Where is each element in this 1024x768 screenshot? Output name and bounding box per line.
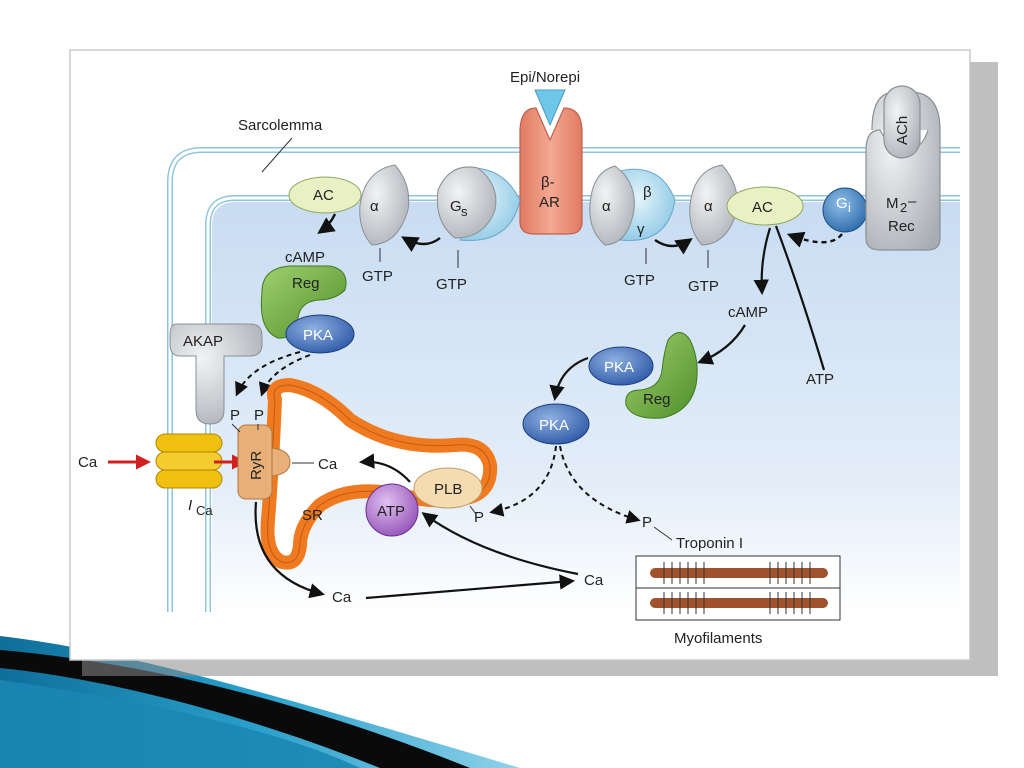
- ac-left-label: AC: [313, 187, 334, 204]
- m2-sub: 2: [900, 200, 907, 215]
- serca-atp-pump: ATP: [365, 483, 419, 537]
- reg-subunit-right: Reg: [625, 332, 698, 419]
- camp-left-label: cAMP: [285, 249, 325, 266]
- adenylyl-cyclase-left: AC: [288, 176, 362, 214]
- ligand-triangle: [534, 89, 566, 127]
- pka-target-arrows: [489, 445, 641, 524]
- akap-label: AKAP: [183, 333, 223, 350]
- ryr-label: RyR: [248, 451, 265, 480]
- phospholamban: PLB: [413, 467, 483, 509]
- camp-right-label: cAMP: [728, 304, 768, 321]
- m2-label-2: Rec: [888, 218, 915, 235]
- gtp-label-1: GTP: [362, 268, 393, 285]
- myofilaments-label: Myofilaments: [674, 630, 762, 647]
- gi-label: G: [836, 195, 848, 212]
- gs-protein: G s: [436, 166, 497, 239]
- gtp-label-2: GTP: [436, 276, 467, 293]
- myofilaments: [635, 555, 841, 621]
- g-protein-arrows: [317, 213, 843, 255]
- right-pathway-arrows: [549, 225, 826, 402]
- calcium-cycle-arrows: [254, 453, 579, 600]
- ach-label: ACh: [894, 116, 911, 145]
- beta-adrenergic-receptor: β- AR: [519, 107, 583, 235]
- beta-ar-label-1: β-: [541, 174, 555, 191]
- ica-label: I: [188, 497, 192, 514]
- pka-right-label: PKA: [604, 359, 634, 376]
- pka-left: PKA: [285, 314, 355, 354]
- m2-label-1: M: [886, 195, 899, 212]
- m2-dash: –: [908, 193, 917, 210]
- gs-sub: s: [461, 204, 468, 219]
- gi-protein: G i: [822, 187, 868, 233]
- ac-right-label: AC: [752, 199, 773, 216]
- beta-sub-label: β: [643, 184, 652, 201]
- p-label-2: P: [254, 407, 264, 424]
- pka-left-label: PKA: [303, 327, 333, 344]
- gtp-labels: GTP GTP GTP GTP: [362, 248, 719, 295]
- alpha-right-label: α: [704, 198, 713, 215]
- reg-left-label: Reg: [292, 275, 320, 292]
- pka-right: PKA: [588, 346, 654, 386]
- gs-label: G: [450, 198, 462, 215]
- alpha-left-label: α: [370, 198, 379, 215]
- troponin-label: Troponin I: [676, 535, 743, 552]
- atp-pump-label: ATP: [377, 503, 405, 520]
- akap: AKAP: [169, 323, 263, 425]
- gtp-label-4: GTP: [688, 278, 719, 295]
- pka-phospho-arrows: [235, 351, 311, 397]
- p-label-1: P: [230, 407, 240, 424]
- atp-right-label: ATP: [806, 371, 834, 388]
- pka-free: PKA: [522, 403, 590, 445]
- sarcolemma-label: Sarcolemma: [238, 117, 323, 134]
- gtp-label-3: GTP: [624, 272, 655, 289]
- ca-in-label: Ca: [78, 454, 98, 471]
- sr-label: SR: [302, 507, 323, 524]
- reg-subunit-left: Reg: [260, 265, 347, 339]
- ca-sr-label: Ca: [318, 456, 338, 473]
- adenylyl-cyclase-right: AC: [726, 186, 804, 226]
- reg-right-label: Reg: [643, 391, 671, 408]
- gamma-sub-label: γ: [637, 221, 645, 238]
- alpha-mid-label: α: [602, 198, 611, 215]
- m2-muscarinic-receptor: ACh M 2 – Rec: [865, 85, 941, 251]
- plb-label: PLB: [434, 481, 462, 498]
- alpha-subunit-left: α: [359, 164, 410, 246]
- l-type-calcium-channel: [155, 433, 223, 489]
- p-troponin-label: P: [642, 514, 652, 531]
- ica-sub: Ca: [196, 503, 213, 518]
- gi-sub: i: [848, 200, 851, 215]
- ligand-label: Epi/Norepi: [510, 69, 580, 86]
- ryanodine-receptor: RyR: [237, 424, 291, 500]
- beta-ar-label-2: AR: [539, 194, 560, 211]
- pka-free-label: PKA: [539, 417, 569, 434]
- p-plb-label: P: [474, 509, 484, 526]
- ca-bottom-left-label: Ca: [332, 589, 352, 606]
- ca-bottom-right-label: Ca: [584, 572, 604, 589]
- alpha-subunit-mid: α: [589, 165, 635, 246]
